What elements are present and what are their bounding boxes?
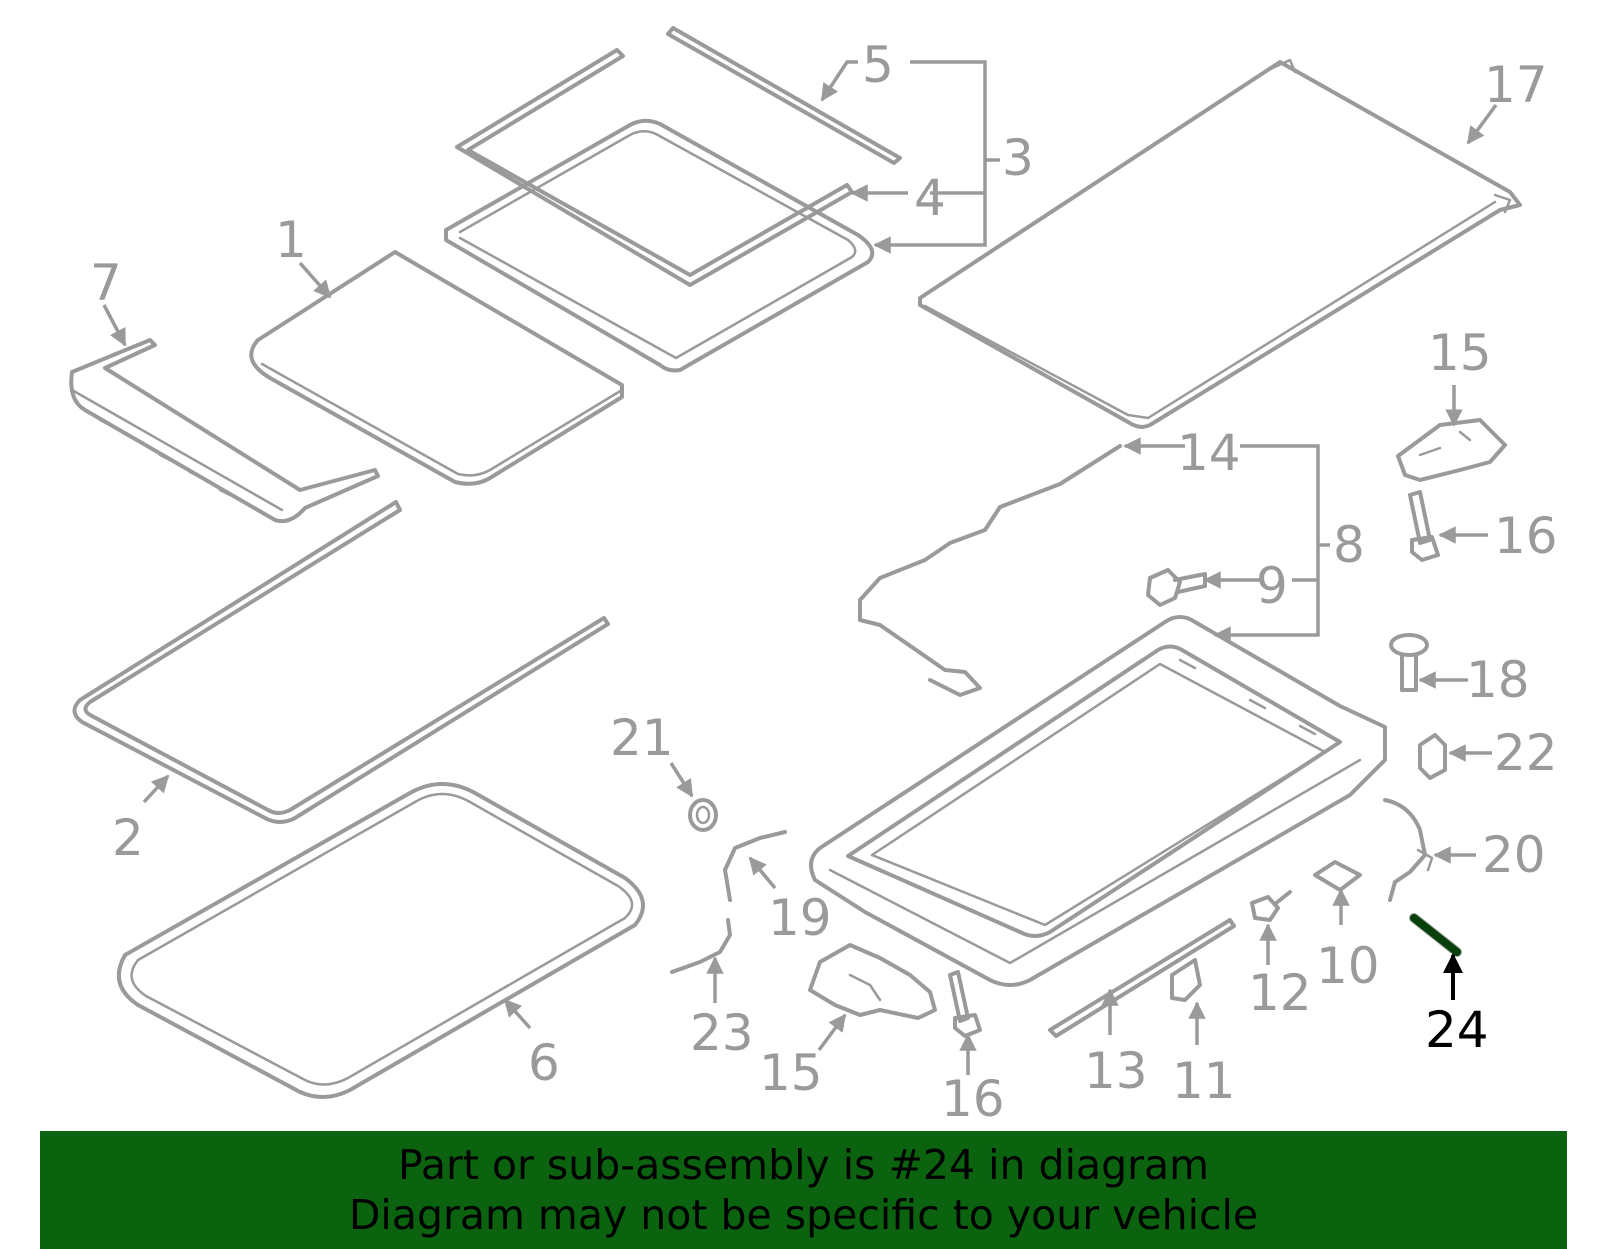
part-20-drain-hose [1383,798,1434,902]
callout-labels: 5 3 4 1 7 2 6 17 14 8 9 15 16 18 22 20 2… [90,36,1558,1128]
part-15-bracket-top [1396,418,1507,482]
part-1-glass [249,250,624,486]
part-12-screw [1250,890,1292,922]
callout-13: 13 [1084,1042,1148,1100]
callout-15-top: 15 [1428,324,1492,382]
part-11-clip [1170,958,1202,1002]
part-17-sunshade [918,58,1522,429]
callout-4: 4 [914,169,946,227]
callout-3: 3 [1002,129,1034,187]
callout-5: 5 [862,36,894,94]
callout-16-bottom: 16 [941,1070,1005,1128]
part-16-screw-right [1408,490,1440,562]
callout-1: 1 [275,211,307,269]
callout-22: 22 [1494,724,1558,782]
part-24-highlighted [1409,913,1462,957]
callout-24: 24 [1425,1001,1489,1059]
callout-14: 14 [1177,424,1241,482]
part-13-strip [1048,918,1236,1038]
part-19-hose [723,830,787,902]
banner-line-2: Diagram may not be specific to your vehi… [348,1191,1259,1239]
part-6-weatherstrip [116,782,645,1099]
part-3-frame [444,118,875,373]
callout-8: 8 [1333,516,1365,574]
callout-10: 10 [1316,937,1380,995]
part-21-grommet [688,798,718,832]
callout-17: 17 [1484,56,1548,114]
part-22-clip [1418,733,1447,780]
callout-20: 20 [1482,826,1546,884]
callout-12: 12 [1248,964,1312,1022]
callout-16-right: 16 [1494,507,1558,565]
banner-line-1: Part or sub-assembly is #24 in diagram [397,1141,1210,1189]
callout-23: 23 [690,1004,754,1062]
part-7-deflector [69,338,380,524]
part-15-motor-bottom [808,943,937,1020]
info-banner: Part or sub-assembly is #24 in diagram D… [40,1131,1567,1249]
callout-2: 2 [112,809,144,867]
part-4-gasket [455,48,854,287]
callout-7: 7 [90,254,122,312]
callout-18: 18 [1466,651,1530,709]
part-18-bolt [1389,633,1429,692]
part-5-strip [666,26,902,165]
callout-6: 6 [528,1034,560,1092]
part-14-cable [858,444,1122,697]
part-23-hose [670,918,732,974]
part-9-bolt [1146,568,1207,607]
leader-lines [102,60,1498,1075]
part-8-frame-assembly [809,615,1387,987]
callout-19: 19 [768,889,832,947]
callout-15-bottom: 15 [759,1044,823,1102]
callout-11: 11 [1172,1052,1236,1110]
callout-21: 21 [610,709,674,767]
part-16-screw-bottom [948,970,982,1038]
callout-9: 9 [1256,557,1288,615]
part-2-seal [72,500,610,824]
part-10-cap [1313,860,1362,892]
